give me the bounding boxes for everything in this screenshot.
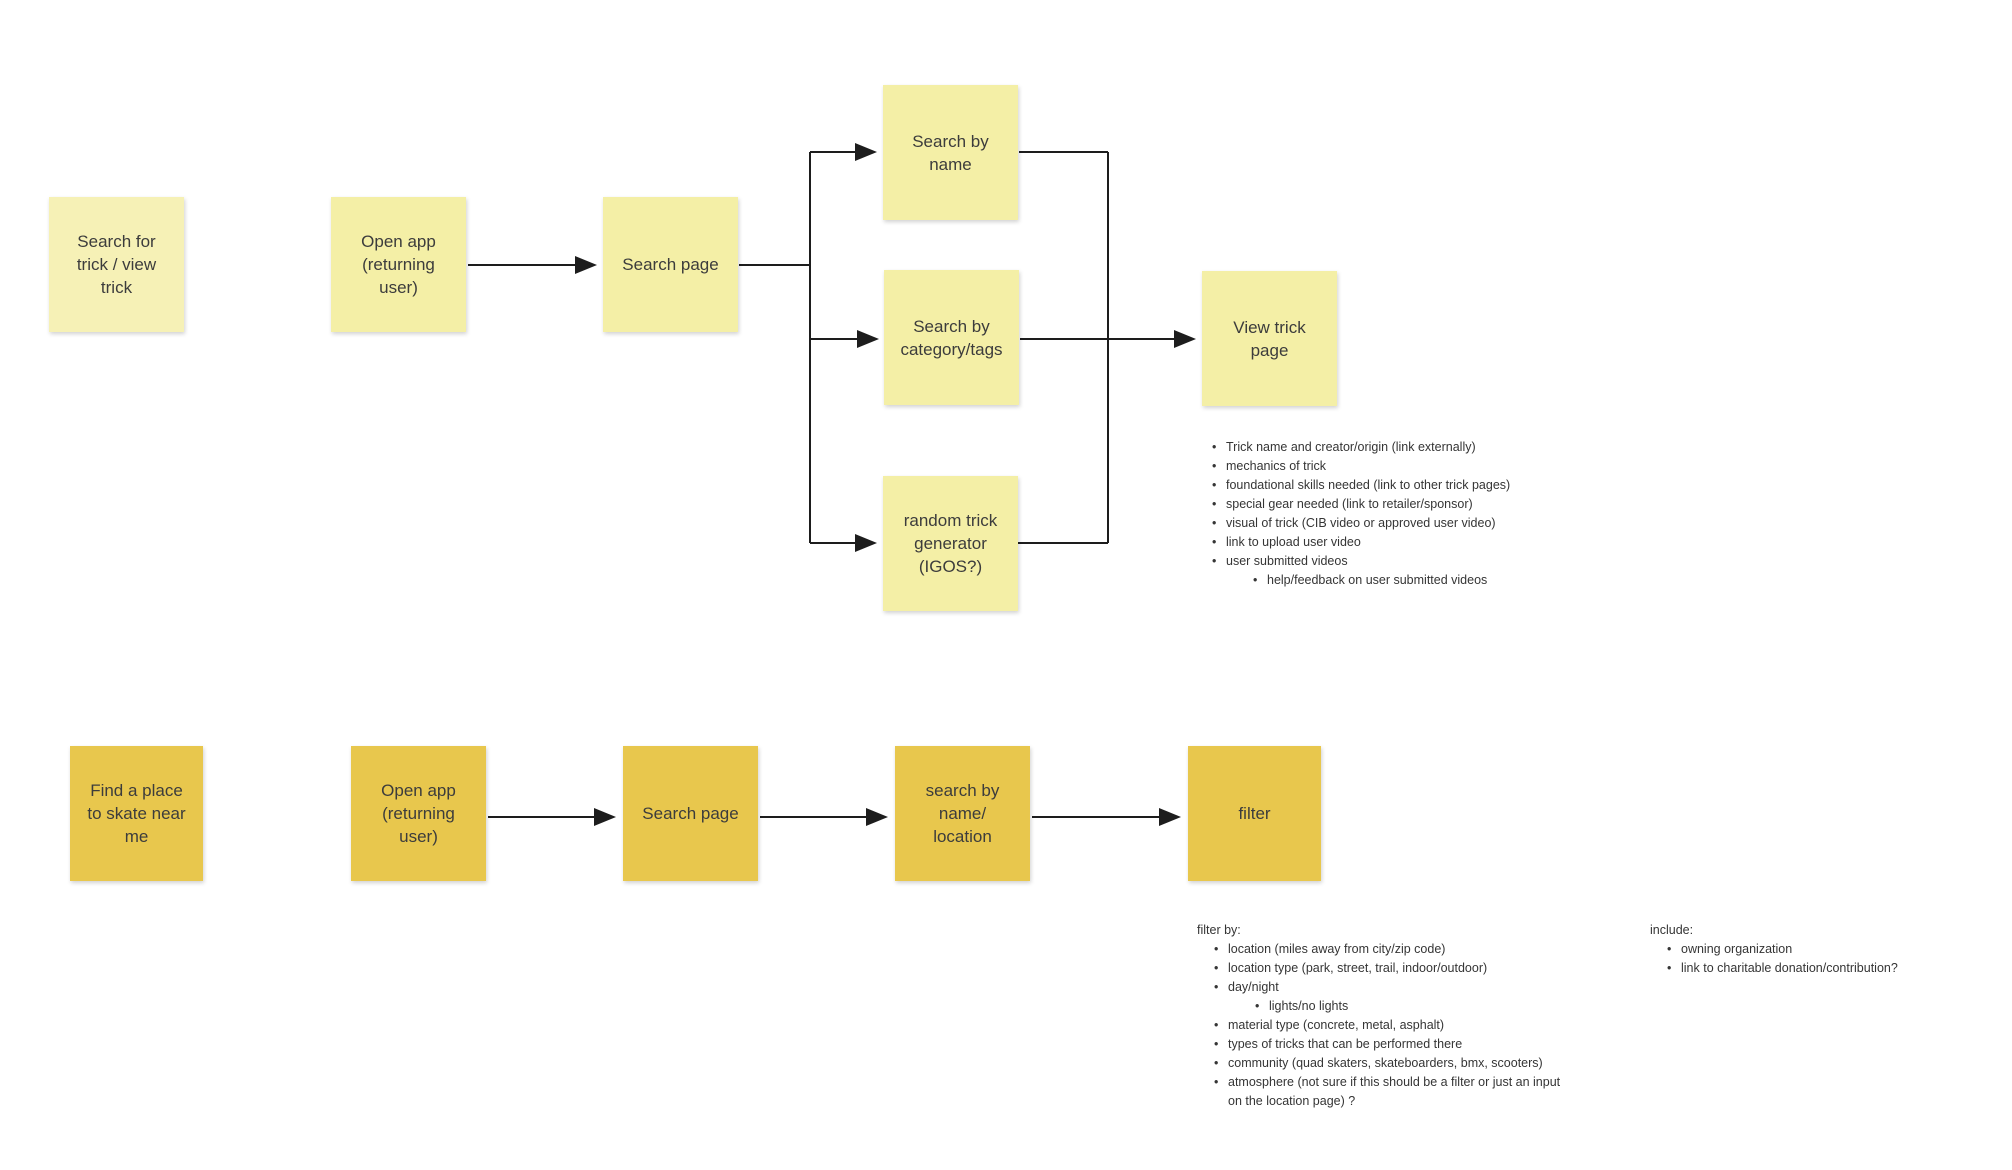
include-item: link to charitable donation/contribution… xyxy=(1665,959,1980,978)
sticky-label: View trick page xyxy=(1233,317,1306,360)
sticky-label: random trick generator (IGOS?) xyxy=(903,511,998,576)
sticky-label: filter xyxy=(1238,804,1271,823)
filter-by-list: location (miles away from city/zip code)… xyxy=(1197,940,1657,1111)
filter-by-title: filter by: xyxy=(1197,923,1241,937)
sticky-search-by-category[interactable]: Search by category/tags xyxy=(884,270,1019,405)
include-item: owning organization xyxy=(1665,940,1980,959)
sticky-label: search by name/ location xyxy=(925,781,1000,846)
sticky-search-page-1[interactable]: Search page xyxy=(603,197,738,332)
sticky-search-by-name[interactable]: Search by name xyxy=(883,85,1018,220)
note-item: special gear needed (link to retailer/sp… xyxy=(1210,495,1676,514)
sticky-open-app-1[interactable]: Open app (returning user) xyxy=(331,197,466,332)
sticky-search-page-2[interactable]: Search page xyxy=(623,746,758,881)
filter-item: community (quad skaters, skateboarders, … xyxy=(1212,1054,1657,1073)
sticky-label: Open app (returning user) xyxy=(381,781,456,846)
filter-item: atmosphere (not sure if this should be a… xyxy=(1212,1073,1657,1111)
filter-by-notes: filter by: location (miles away from cit… xyxy=(1197,921,1657,1111)
include-title: include: xyxy=(1650,923,1694,937)
sticky-label: Search page xyxy=(642,804,739,823)
view-trick-notes-list: Trick name and creator/origin (link exte… xyxy=(1206,438,1676,590)
note-item: link to upload user video xyxy=(1210,533,1676,552)
filter-item: day/night xyxy=(1212,978,1657,997)
filter-item: location (miles away from city/zip code) xyxy=(1212,940,1657,959)
sticky-label: Find a place to skate near me xyxy=(87,781,186,846)
sticky-goal-search-trick[interactable]: Search for trick / view trick xyxy=(49,197,184,332)
filter-item: types of tricks that can be performed th… xyxy=(1212,1035,1657,1054)
sticky-random-trick-generator[interactable]: random trick generator (IGOS?) xyxy=(883,476,1018,611)
filter-item: material type (concrete, metal, asphalt) xyxy=(1212,1016,1657,1035)
sticky-open-app-2[interactable]: Open app (returning user) xyxy=(351,746,486,881)
sticky-label: Search for trick / view trick xyxy=(76,232,157,297)
note-item: user submitted videos xyxy=(1210,552,1676,571)
sticky-label: Search by name xyxy=(912,131,989,174)
note-sub-item: help/feedback on user submitted videos xyxy=(1251,571,1676,590)
sticky-goal-find-place[interactable]: Find a place to skate near me xyxy=(70,746,203,881)
note-item: foundational skills needed (link to othe… xyxy=(1210,476,1676,495)
note-item: mechanics of trick xyxy=(1210,457,1676,476)
include-list: owning organization link to charitable d… xyxy=(1650,940,1980,978)
view-trick-page-notes: Trick name and creator/origin (link exte… xyxy=(1206,438,1676,590)
filter-item: location type (park, street, trail, indo… xyxy=(1212,959,1657,978)
sticky-label: Search page xyxy=(622,255,719,274)
filter-sub-item: lights/no lights xyxy=(1253,997,1657,1016)
note-item: visual of trick (CIB video or approved u… xyxy=(1210,514,1676,533)
note-item: Trick name and creator/origin (link exte… xyxy=(1210,438,1676,457)
sticky-filter[interactable]: filter xyxy=(1188,746,1321,881)
sticky-view-trick-page[interactable]: View trick page xyxy=(1202,271,1337,406)
sticky-search-by-name-location[interactable]: search by name/ location xyxy=(895,746,1030,881)
include-notes: include: owning organization link to cha… xyxy=(1650,921,1980,978)
sticky-label: Search by category/tags xyxy=(900,316,1003,359)
sticky-label: Open app (returning user) xyxy=(361,232,436,297)
